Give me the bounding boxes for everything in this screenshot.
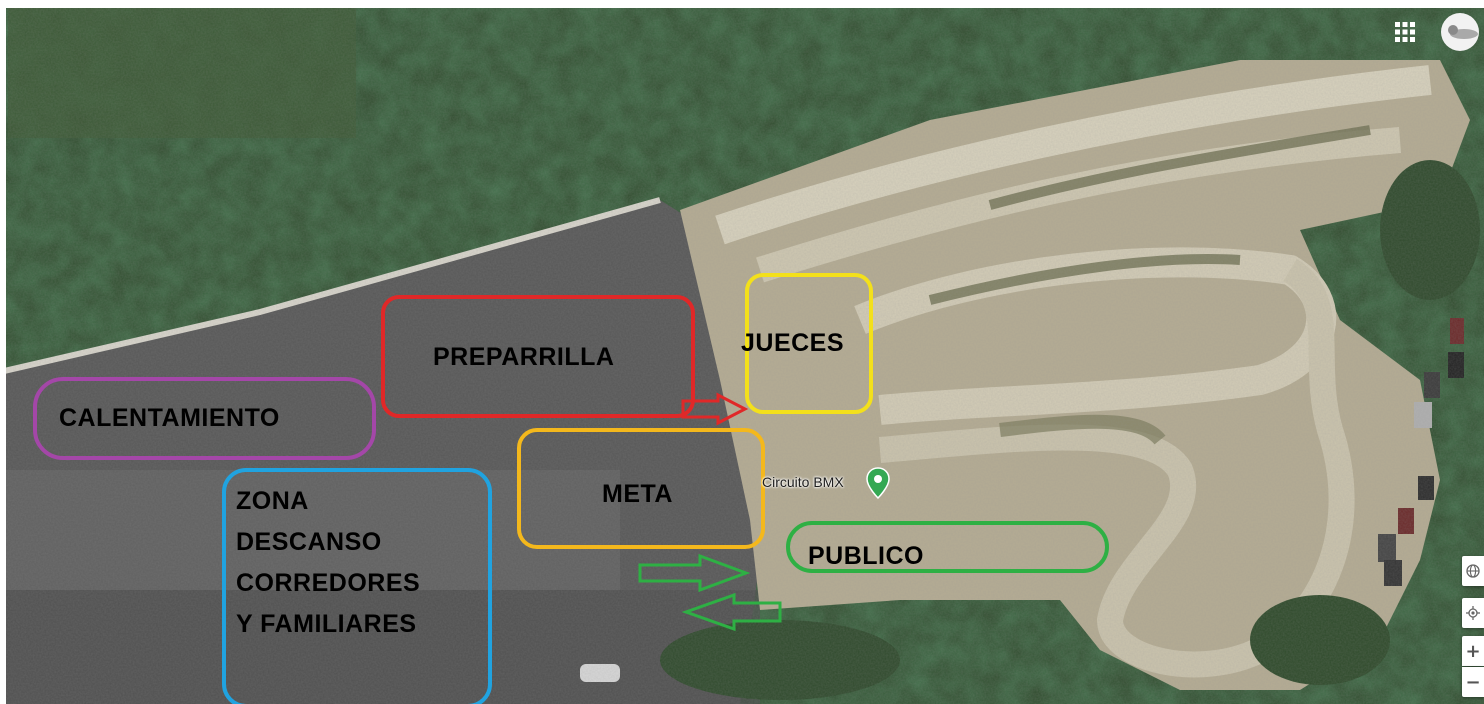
round-logo-icon[interactable] <box>1440 12 1480 52</box>
calentamiento-label: CALENTAMIENTO <box>59 404 280 432</box>
layers-button[interactable] <box>1462 556 1484 586</box>
locate-button[interactable] <box>1462 598 1484 628</box>
jueces-label: JUECES <box>741 329 845 357</box>
zone-publico <box>786 521 1109 573</box>
preparrilla-label: PREPARRILLA <box>433 343 615 371</box>
green-arrow-left-icon <box>681 592 782 632</box>
locate-icon <box>1466 606 1480 620</box>
place-label[interactable]: Circuito BMX <box>762 474 844 490</box>
zoom-out-label: − <box>1465 671 1481 693</box>
publico-label: PUBLICO <box>808 542 924 570</box>
green-arrow-right-icon <box>638 553 751 593</box>
zone-preparrilla <box>381 295 695 418</box>
globe-icon <box>1466 564 1480 578</box>
red-arrow-icon <box>681 392 749 426</box>
zoom-in-button[interactable]: + <box>1462 636 1484 666</box>
zone-calentamiento <box>33 377 376 460</box>
zone-descanso <box>222 468 492 704</box>
zona-descanso-label: ZONA DESCANSO CORREDORES Y FAMILIARES <box>236 487 421 638</box>
zone-meta <box>517 428 765 549</box>
map-pin-icon[interactable] <box>866 467 890 499</box>
zoom-in-label: + <box>1465 640 1481 662</box>
zoom-out-button[interactable]: − <box>1462 667 1484 697</box>
meta-label: META <box>602 480 673 508</box>
grid-apps-icon[interactable] <box>1394 21 1416 43</box>
zone-jueces <box>745 273 873 414</box>
